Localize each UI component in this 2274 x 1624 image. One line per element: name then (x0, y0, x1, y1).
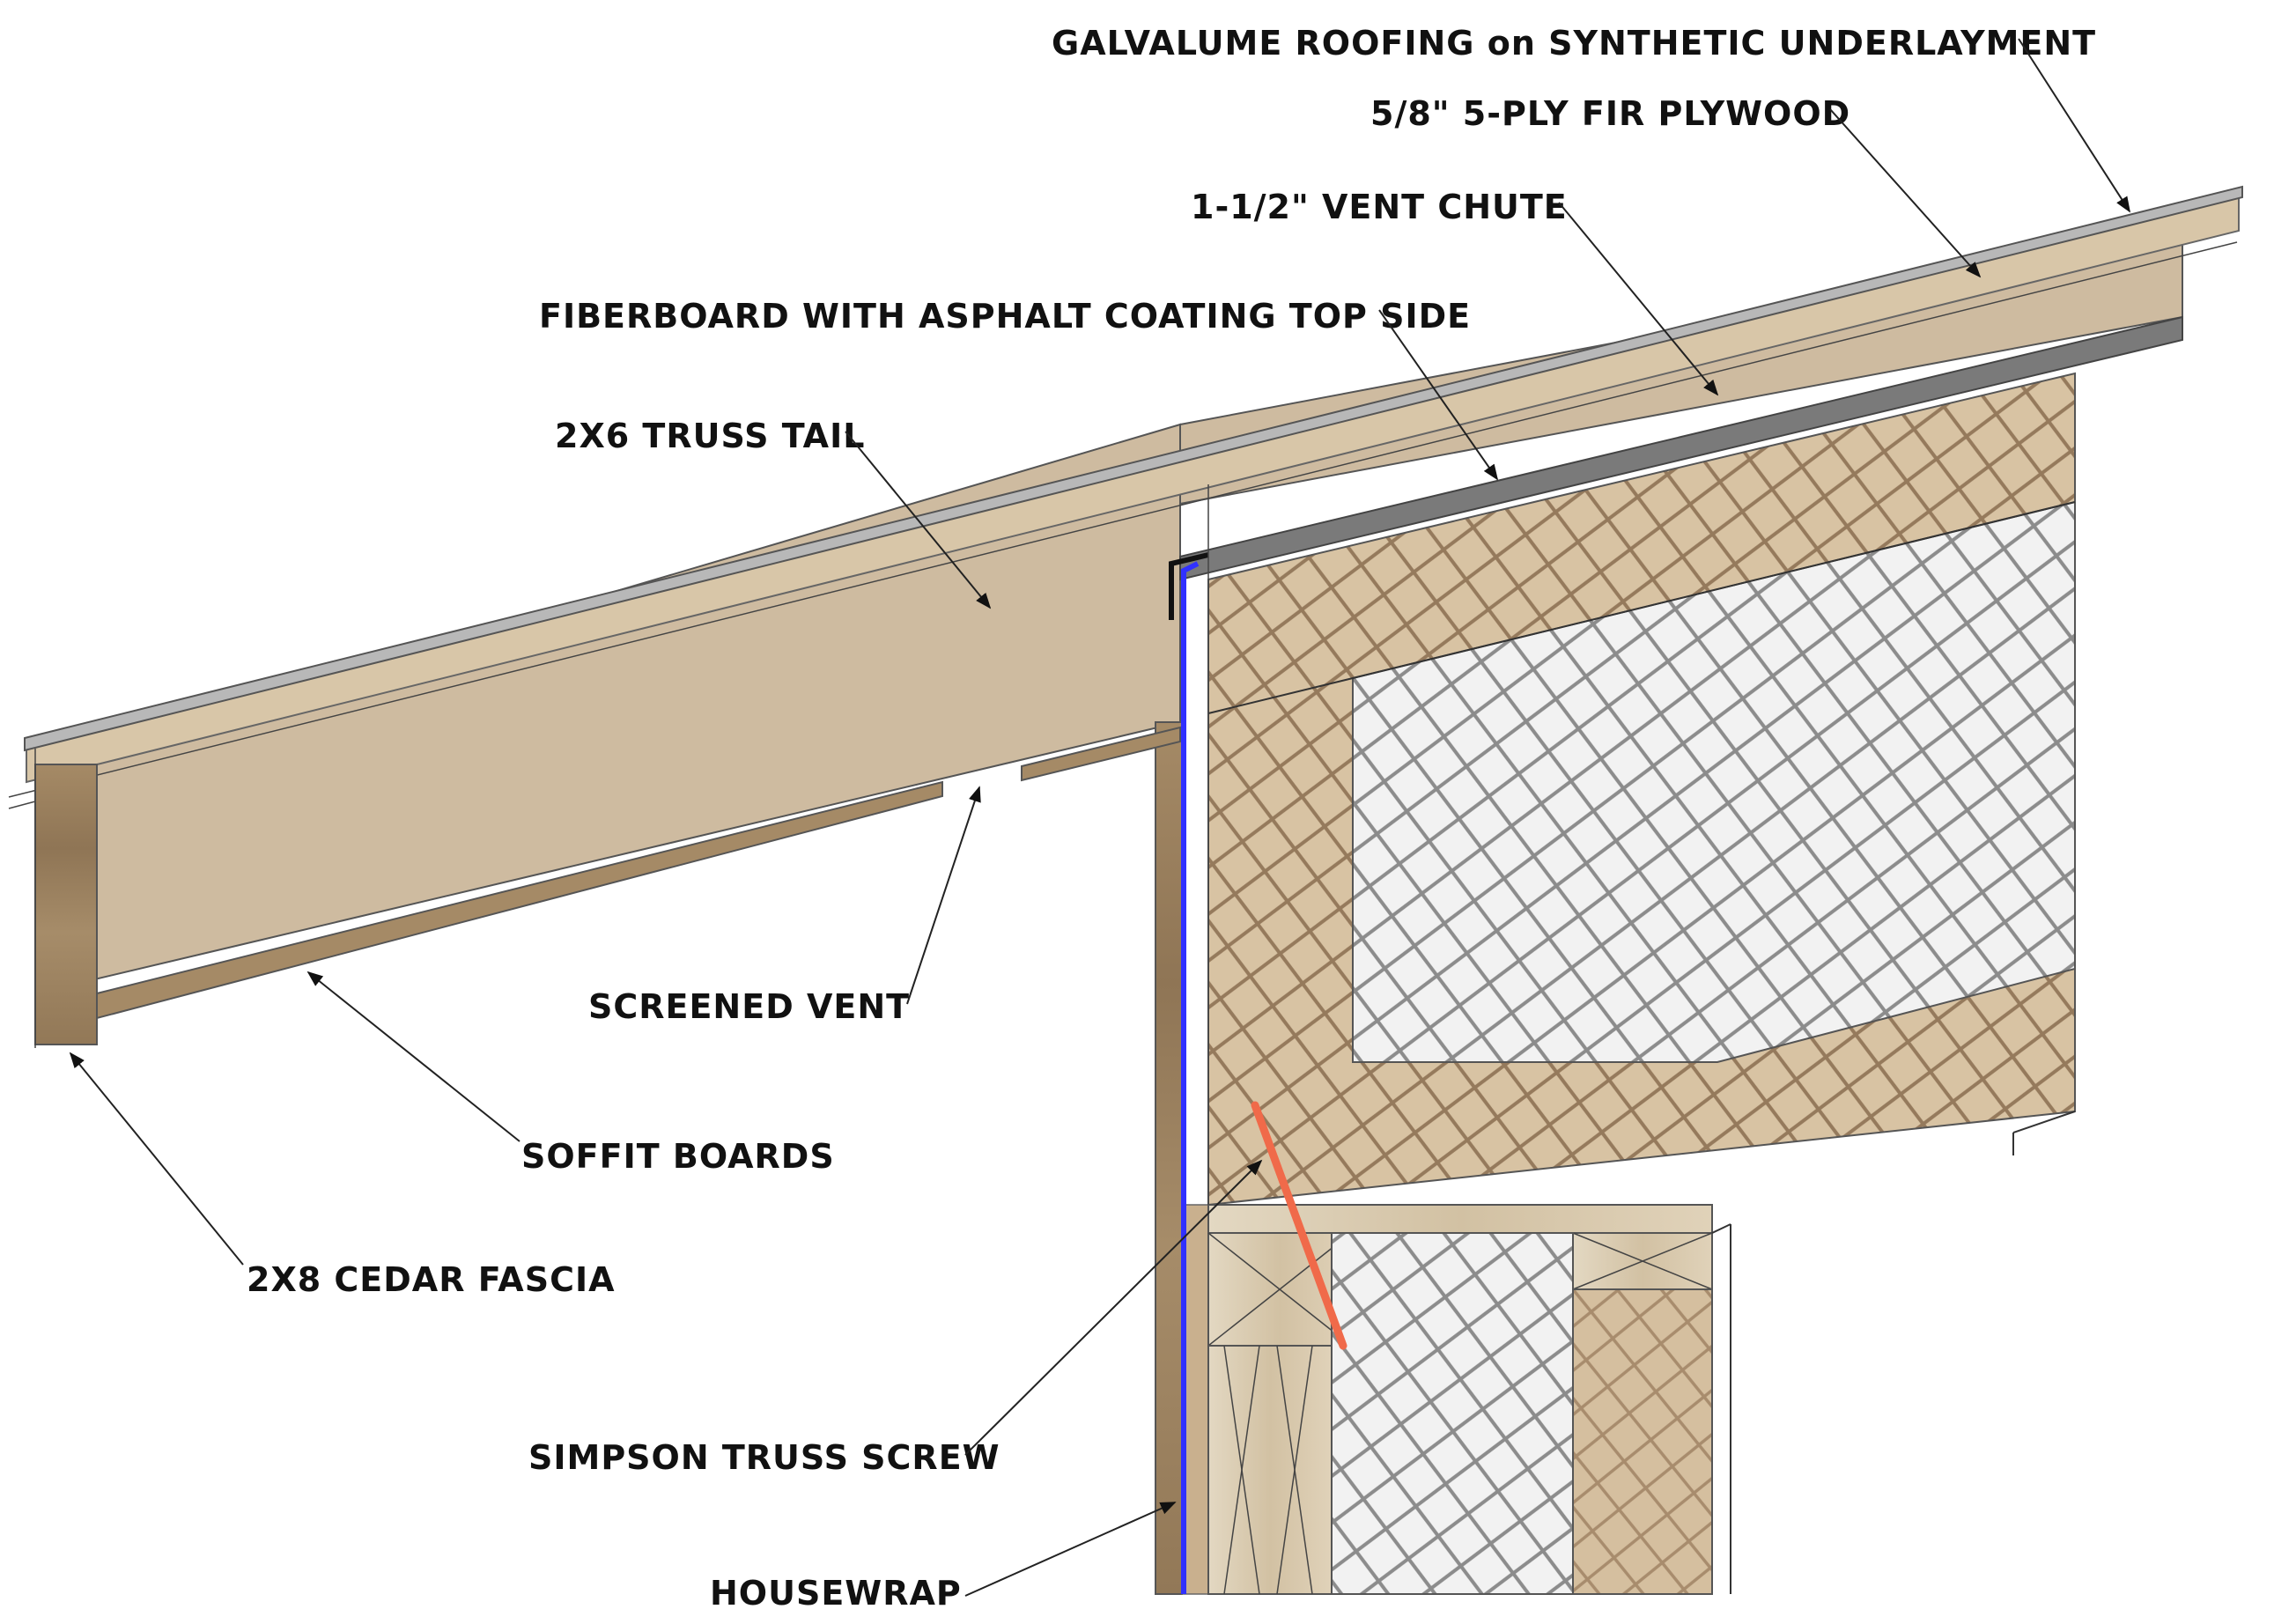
stud-grain-2 (1223, 1345, 1260, 1595)
wall-wood-right (1572, 1288, 1713, 1595)
wall-insulation (1331, 1232, 1574, 1595)
plate-step (1711, 1223, 1731, 1234)
roof-line-lower (8, 241, 2238, 798)
leader-fiberboard (1378, 309, 1499, 481)
roof-tick (8, 801, 36, 809)
label-truss-screw: SIMPSON TRUSS SCREW (528, 1438, 1000, 1477)
wall-assembly (1155, 552, 1731, 1595)
leader-roofing (2018, 38, 2130, 213)
top-plate-upper (1207, 1204, 1713, 1234)
simpson-truss-screw (1251, 1101, 1347, 1350)
label-fiberboard: FIBERBOARD WITH ASPHALT COATING TOP SIDE (539, 297, 1471, 336)
roof-assembly (8, 185, 2243, 995)
label-vent-chute: 1-1/2" VENT CHUTE (1191, 188, 1568, 226)
soffit-boards (96, 780, 943, 1020)
callouts: GALVALUME ROOFING on SYNTHETIC UNDERLAYM… (69, 24, 2130, 1613)
leader-plywood (1829, 108, 1982, 278)
leader-housewrap (964, 1502, 1177, 1597)
cedar-fascia (34, 764, 98, 1045)
label-housewrap: HOUSEWRAP (710, 1574, 962, 1613)
plate-r-x2 (1572, 1232, 1713, 1290)
leader-vent-chute (1558, 202, 1719, 396)
plate-x2 (1207, 1232, 1352, 1347)
leader-truss-tail (845, 431, 992, 609)
attic-insulation-block (1207, 372, 2076, 1207)
leader-soffit-boards (306, 971, 521, 1142)
block-step (2012, 1111, 2076, 1133)
label-truss-tail: 2X6 TRUSS TAIL (555, 417, 865, 455)
fiberboard-asphalt (1179, 315, 2183, 581)
housewrap-line (1181, 561, 1200, 1594)
label-fascia: 2X8 CEDAR FASCIA (247, 1260, 616, 1299)
label-plywood: 5/8" 5-PLY FIR PLYWOOD (1370, 94, 1850, 133)
leader-fascia (69, 1052, 244, 1266)
leader-screened-vent (906, 786, 981, 1005)
block-inner-line (1207, 501, 2076, 714)
galvalume-roofing (24, 185, 2243, 752)
stud-grain-4 (1276, 1345, 1313, 1595)
soffit-boards-right (1021, 726, 1181, 782)
label-soffit-boards: SOFFIT BOARDS (521, 1137, 835, 1176)
leader-truss-screw (964, 1159, 1263, 1456)
label-roofing: GALVALUME ROOFING on SYNTHETIC UNDERLAYM… (1052, 24, 2096, 63)
label-screened-vent: SCREENED VENT (588, 987, 910, 1026)
wall-stud-left (1207, 1345, 1333, 1595)
exterior-siding (1155, 721, 1183, 1595)
eave-assembly (34, 484, 1209, 1205)
vent-chute-cap (1169, 552, 1209, 620)
